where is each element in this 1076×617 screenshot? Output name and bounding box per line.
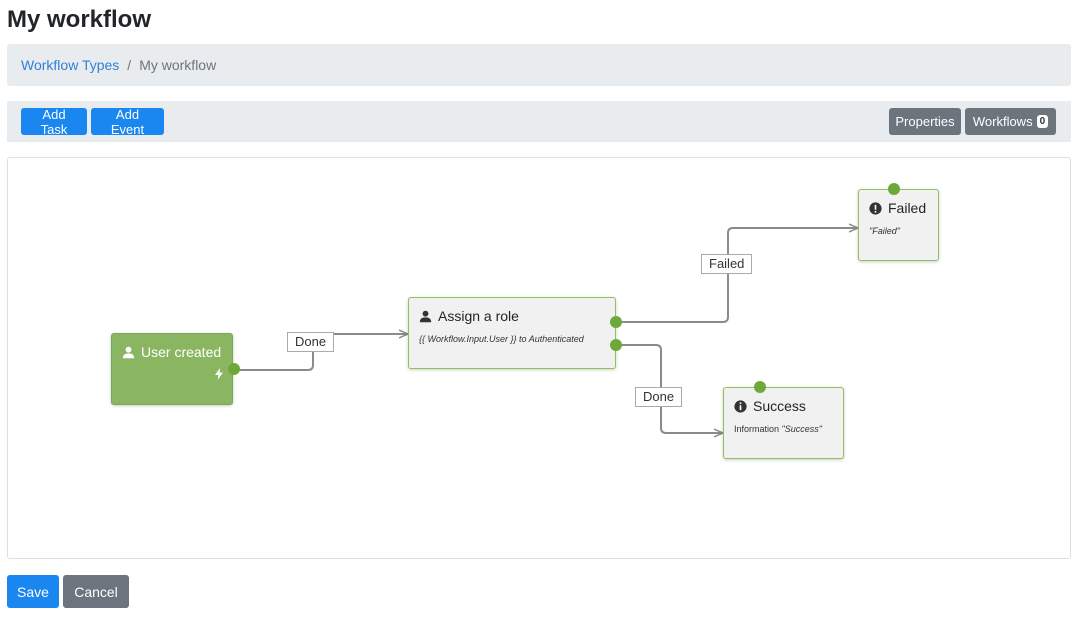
save-button[interactable]: Save [7,575,59,608]
node-failed-description: "Failed" [869,226,900,236]
node-failed-label: Failed [888,200,927,216]
node-assign-role-title: Assign a role [419,308,519,324]
node-assign-role[interactable]: Assign a role {{ Workflow.Input.User }} … [408,297,616,369]
endpoint-success-input[interactable] [754,381,766,393]
workflow-canvas[interactable]: User created Assign a role {{ Workflow.I… [7,157,1071,559]
workflows-label: Workflows [972,114,1033,129]
node-failed[interactable]: Failed "Failed" [858,189,939,261]
user-icon [419,310,432,322]
add-task-button[interactable]: Add Task [21,107,87,137]
workflow-toolbar: Add Task Add Event Properties Workflows … [7,101,1071,142]
edge-label-failed: Failed [701,254,753,274]
info-circle-icon [734,399,747,413]
node-success-title: Success [734,398,806,414]
lightning-bolt-icon [215,368,223,380]
add-event-button[interactable]: Add Event [91,107,164,137]
properties-button[interactable]: Properties [889,108,961,135]
edge-label-done-assign-role: Done [635,387,683,407]
node-success-description: Information "Success" [734,424,822,434]
connector-assign-role-to-failed[interactable] [616,228,858,323]
endpoint-failed-input[interactable] [888,183,900,195]
breadcrumb-workflow-types-link[interactable]: Workflow Types [21,57,120,73]
node-success[interactable]: Success Information "Success" [723,387,844,459]
node-user-created-title: User created [122,344,221,360]
cancel-button[interactable]: Cancel [63,575,129,608]
workflows-count-badge: 0 [1036,115,1049,128]
endpoint-user-created-done[interactable] [228,363,240,375]
endpoint-assign-role-failed[interactable] [610,316,622,328]
node-success-description-prefix: Information [734,424,782,434]
workflows-button[interactable]: Workflows 0 [965,108,1056,135]
breadcrumb-current: My workflow [139,57,217,73]
endpoint-assign-role-done[interactable] [610,339,622,351]
user-icon [122,346,135,358]
node-success-description-value: "Success" [781,424,822,434]
page-title: My workflow [7,6,152,33]
node-assign-role-description: {{ Workflow.Input.User }} to Authenticat… [419,334,584,344]
edge-label-done-user-created: Done [287,332,335,352]
node-user-created-label: User created [141,344,222,360]
exclamation-circle-icon [869,201,882,215]
breadcrumb: Workflow Types / My workflow [7,44,1071,86]
node-success-label: Success [753,398,806,414]
breadcrumb-separator: / [127,57,132,73]
node-assign-role-label: Assign a role [438,308,519,324]
node-user-created[interactable]: User created [111,333,233,405]
node-failed-title: Failed [869,200,926,216]
